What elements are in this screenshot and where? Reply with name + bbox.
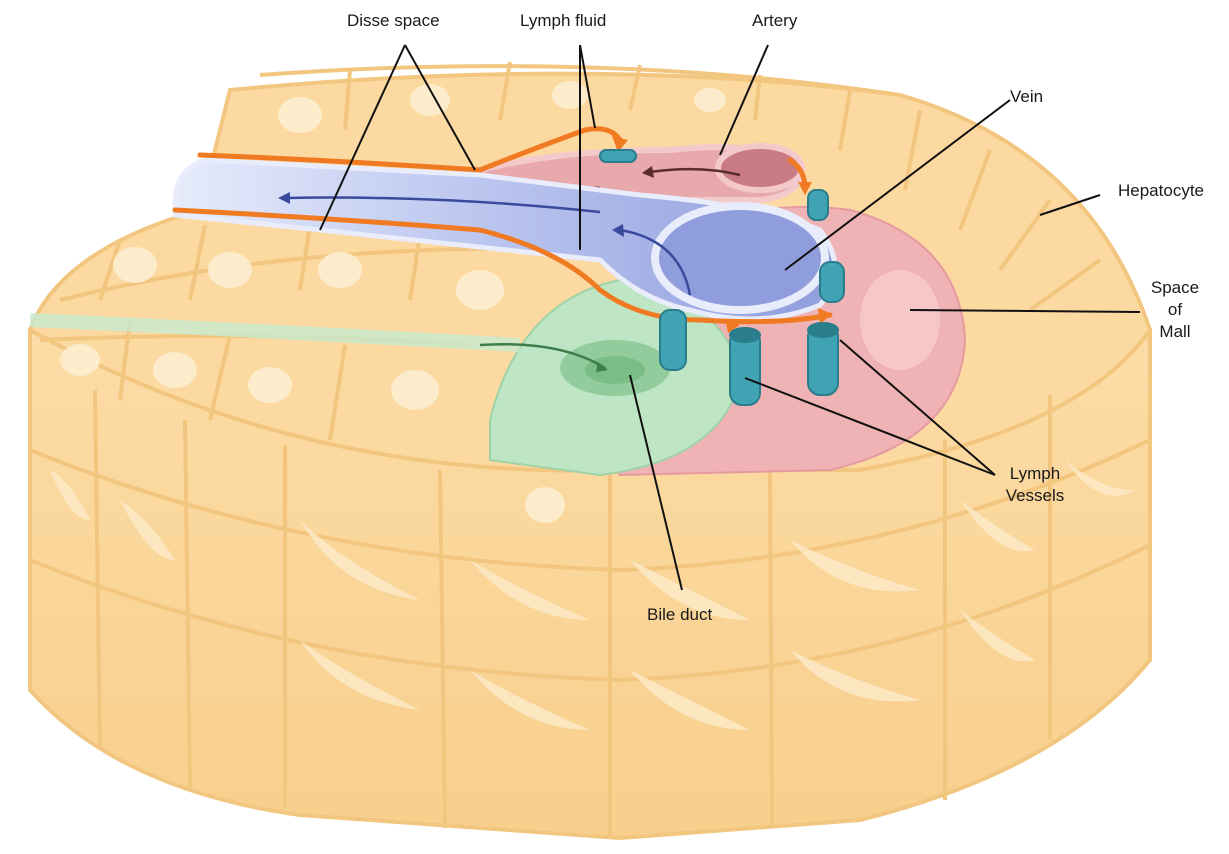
- label-lymph-vessels: Lymph Vessels: [990, 463, 1080, 507]
- label-lymph-vessels-line-1: Lymph: [990, 463, 1080, 485]
- label-lymph-vessels-line-2: Vessels: [990, 485, 1080, 507]
- label-disse-space: Disse space: [347, 10, 440, 32]
- label-space-of-mall: Space of Mall: [1140, 277, 1210, 343]
- label-space-of-mall-line-2: of: [1140, 299, 1210, 321]
- label-bile-duct: Bile duct: [647, 604, 712, 626]
- label-lymph-fluid: Lymph fluid: [520, 10, 606, 32]
- label-space-of-mall-line-1: Space: [1140, 277, 1210, 299]
- label-vein: Vein: [1010, 86, 1043, 108]
- label-space-of-mall-line-3: Mall: [1140, 321, 1210, 343]
- label-artery: Artery: [752, 10, 797, 32]
- label-hepatocyte: Hepatocyte: [1118, 180, 1204, 202]
